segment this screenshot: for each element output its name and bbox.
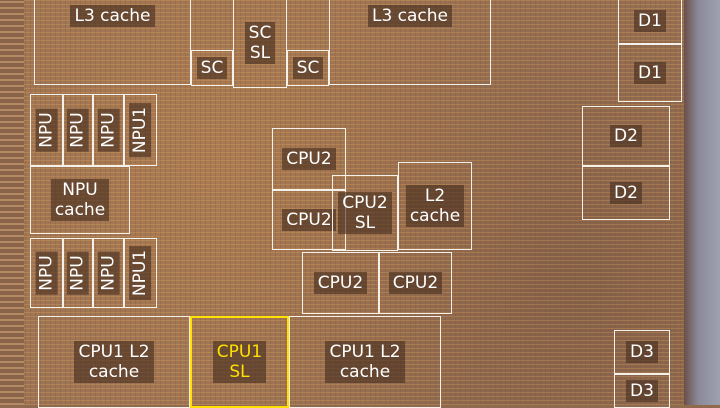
label-d2-top: D2 (610, 125, 642, 147)
label-cpu2-sl: CPU2 SL (338, 192, 392, 234)
block-cpu1-l2-cache-right: CPU1 L2 cache (289, 316, 441, 408)
block-cpu2-sl: CPU2 SL (332, 175, 398, 251)
block-d2-top: D2 (582, 106, 670, 166)
block-l3-cache-left: L3 cache (34, 0, 191, 85)
label-npu-top-3: NPU (97, 108, 120, 152)
label-d3-bottom: D3 (626, 380, 658, 402)
die-edge-right (684, 0, 720, 405)
label-cpu2-b: CPU2 (282, 209, 336, 231)
block-cpu2-d: CPU2 (379, 252, 452, 314)
block-cpu2-c: CPU2 (302, 252, 379, 314)
label-l3-cache-left: L3 cache (70, 5, 155, 27)
label-cpu2-d: CPU2 (388, 272, 443, 294)
block-npu-bottom-2: NPU (63, 238, 93, 308)
block-d1-top: D1 (618, 0, 682, 44)
label-sc-left: SC (196, 57, 228, 79)
label-sc-sl: SC SL (244, 22, 276, 64)
block-sc-right: SC (287, 50, 329, 86)
block-l3-cache-right: L3 cache (329, 0, 491, 85)
label-l3-cache-right: L3 cache (367, 5, 453, 27)
block-d1-bottom: D1 (618, 44, 682, 102)
block-d3-top: D3 (614, 330, 670, 374)
block-npu-top-1: NPU (30, 94, 63, 166)
block-npu1-bottom: NPU1 (124, 238, 157, 308)
label-npu1-top: NPU1 (129, 102, 152, 158)
block-l2-cache: L2 cache (398, 162, 472, 250)
block-npu-cache: NPU cache (30, 166, 130, 234)
block-npu1-top: NPU1 (124, 94, 157, 166)
label-npu1-bottom: NPU1 (129, 245, 152, 301)
block-d2-bottom: D2 (582, 166, 670, 220)
label-cpu1-l2-cache-right: CPU1 L2 cache (325, 341, 405, 383)
block-cpu1-sl: CPU1 SL (190, 316, 289, 408)
block-npu-bottom-1: NPU (30, 238, 63, 308)
label-npu-top-2: NPU (67, 108, 90, 152)
label-cpu1-sl: CPU1 SL (212, 341, 267, 383)
block-npu-bottom-3: NPU (93, 238, 124, 308)
label-d1-top: D1 (634, 10, 666, 32)
block-sc-sl: SC SL (233, 0, 287, 88)
block-d3-bottom: D3 (614, 374, 670, 408)
block-npu-top-2: NPU (63, 94, 93, 166)
label-l2-cache: L2 cache (405, 185, 465, 227)
label-cpu2-a: CPU2 (282, 148, 336, 170)
block-npu-top-3: NPU (93, 94, 124, 166)
die-edge-left (0, 0, 24, 405)
label-npu-bottom-1: NPU (35, 251, 58, 295)
block-sc-left: SC (191, 50, 233, 86)
label-npu-bottom-3: NPU (97, 251, 120, 295)
label-d2-bottom: D2 (610, 182, 642, 204)
label-npu-cache: NPU cache (50, 179, 110, 221)
label-npu-bottom-2: NPU (67, 251, 90, 295)
label-d3-top: D3 (626, 341, 658, 363)
block-cpu2-a: CPU2 (272, 128, 346, 190)
label-cpu1-l2-cache-left: CPU1 L2 cache (74, 341, 154, 383)
block-cpu1-l2-cache-left: CPU1 L2 cache (38, 316, 190, 408)
label-d1-bottom: D1 (634, 62, 666, 84)
label-cpu2-c: CPU2 (313, 272, 368, 294)
label-npu-top-1: NPU (35, 108, 58, 152)
label-sc-right: SC (292, 57, 324, 79)
